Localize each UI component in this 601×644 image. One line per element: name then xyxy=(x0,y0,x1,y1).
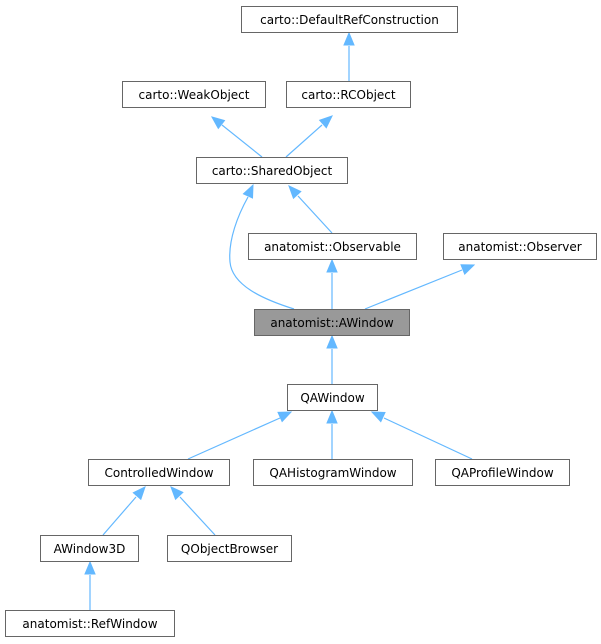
arrowhead-icon xyxy=(343,31,355,46)
node-awindow[interactable]: anatomist::AWindow xyxy=(254,309,410,336)
edge-shared-object-to-rc-object xyxy=(285,115,333,158)
arrowhead-icon xyxy=(170,486,184,501)
node-weak-object[interactable]: carto::WeakObject xyxy=(122,81,266,108)
node-label: QAHistogramWindow xyxy=(269,466,396,480)
arrowhead-icon xyxy=(277,411,293,423)
edge-qa-profile-window-to-qawindow xyxy=(370,411,473,460)
node-default-ref-construction[interactable]: carto::DefaultRefConstruction xyxy=(241,6,458,33)
edge-line xyxy=(229,196,295,310)
arrowhead-icon xyxy=(326,258,338,273)
node-qa-histogram-window[interactable]: QAHistogramWindow xyxy=(253,459,413,486)
node-shared-object[interactable]: carto::SharedObject xyxy=(196,157,348,184)
edge-controlled-window-to-qawindow xyxy=(187,411,293,460)
node-label: carto::RCObject xyxy=(301,88,396,102)
node-label: carto::SharedObject xyxy=(212,164,333,178)
edge-awindow-to-shared-object xyxy=(229,183,295,310)
arrowhead-icon xyxy=(370,411,386,423)
node-qa-profile-window[interactable]: QAProfileWindow xyxy=(435,459,570,486)
node-label: QObjectBrowser xyxy=(181,542,278,556)
node-label: QAWindow xyxy=(300,391,364,405)
arrowhead-icon xyxy=(288,185,302,200)
node-qobject-browser[interactable]: QObjectBrowser xyxy=(167,535,292,562)
node-observable[interactable]: anatomist::Observable xyxy=(248,233,417,260)
node-label: ControlledWindow xyxy=(104,466,213,480)
node-label: anatomist::Observable xyxy=(264,240,401,254)
edge-awindow-to-observer xyxy=(364,264,476,310)
edge-line xyxy=(383,417,473,460)
node-controlled-window[interactable]: ControlledWindow xyxy=(88,459,230,486)
edges-layer xyxy=(84,31,476,610)
edge-qa-histogram-window-to-qawindow xyxy=(326,409,338,459)
arrowhead-icon xyxy=(132,486,146,501)
arrowhead-icon xyxy=(326,334,338,349)
edge-line xyxy=(102,496,137,536)
node-ref-window[interactable]: anatomist::RefWindow xyxy=(5,610,175,637)
arrowhead-icon xyxy=(318,115,333,129)
edge-line xyxy=(364,269,463,310)
edge-line xyxy=(179,496,216,536)
node-label: carto::WeakObject xyxy=(139,88,250,102)
arrowhead-icon xyxy=(210,116,226,130)
node-label: QAProfileWindow xyxy=(451,466,553,480)
edge-rc-object-to-default-ref-construction xyxy=(343,31,355,81)
node-label: AWindow3D xyxy=(54,542,126,556)
edge-qobject-browser-to-controlled-window xyxy=(170,486,216,536)
node-observer[interactable]: anatomist::Observer xyxy=(443,233,597,260)
arrowhead-icon xyxy=(84,560,96,575)
node-rc-object[interactable]: carto::RCObject xyxy=(286,81,411,108)
node-label: anatomist::AWindow xyxy=(270,316,393,330)
edge-line xyxy=(221,124,263,158)
arrowhead-icon xyxy=(326,409,338,424)
arrowhead-icon xyxy=(460,264,476,275)
node-qawindow[interactable]: QAWindow xyxy=(287,384,378,411)
edge-line xyxy=(297,195,333,234)
node-awindow3d[interactable]: AWindow3D xyxy=(40,535,139,562)
edge-line xyxy=(285,124,323,158)
edge-ref-window-to-awindow3d xyxy=(84,560,96,610)
edge-awindow3d-to-controlled-window xyxy=(102,486,146,536)
edge-awindow-to-observable xyxy=(326,258,338,309)
edge-qawindow-to-awindow xyxy=(326,334,338,384)
node-label: anatomist::Observer xyxy=(458,240,582,254)
node-label: anatomist::RefWindow xyxy=(22,617,157,631)
node-label: carto::DefaultRefConstruction xyxy=(260,13,439,27)
edge-line xyxy=(187,417,281,460)
arrowhead-icon xyxy=(242,183,254,199)
edge-observable-to-shared-object xyxy=(288,185,333,234)
edge-shared-object-to-weak-object xyxy=(210,116,263,158)
